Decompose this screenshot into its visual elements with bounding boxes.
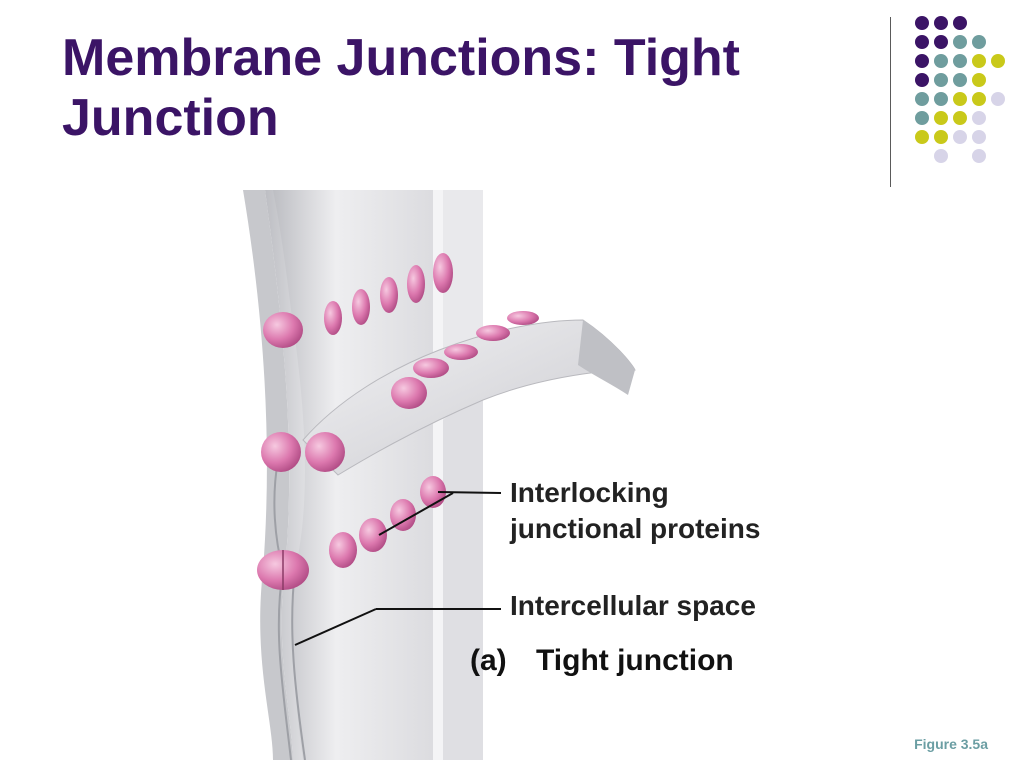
- decor-dot: [934, 73, 948, 87]
- decor-dot: [915, 35, 929, 49]
- decor-dot: [934, 54, 948, 68]
- decor-dot: [915, 54, 929, 68]
- figure-caption-letter: (a): [470, 644, 507, 677]
- decor-dot: [953, 130, 967, 144]
- decor-dot: [953, 92, 967, 106]
- decor-dot: [991, 54, 1005, 68]
- figure-reference: Figure 3.5a: [914, 736, 988, 752]
- decor-dot: [934, 16, 948, 30]
- decor-dot: [934, 111, 948, 125]
- decor-dot: [953, 16, 967, 30]
- slide-title: Membrane Junctions: Tight Junction: [62, 29, 740, 147]
- decor-dot: [953, 35, 967, 49]
- decor-dot: [972, 35, 986, 49]
- decor-dot: [915, 92, 929, 106]
- decor-dot: [915, 73, 929, 87]
- decor-dot: [934, 149, 948, 163]
- decor-dot: [991, 92, 1005, 106]
- decor-dot: [972, 111, 986, 125]
- decor-dot: [972, 92, 986, 106]
- decor-dot: [915, 111, 929, 125]
- decor-dot: [972, 149, 986, 163]
- decor-dot: [915, 130, 929, 144]
- decorative-dot-grid: [905, 12, 1015, 172]
- decor-dot: [953, 111, 967, 125]
- decor-dot: [934, 92, 948, 106]
- decor-dot: [953, 73, 967, 87]
- tight-junction-illustration: [243, 190, 636, 761]
- header-divider: [890, 17, 891, 187]
- decor-dot: [972, 130, 986, 144]
- decor-dot: [972, 54, 986, 68]
- decor-dot: [972, 73, 986, 87]
- tight-junction-figure: Interlocking junctional proteins Interce…: [233, 190, 833, 761]
- decor-dot: [934, 35, 948, 49]
- label-interlocking-proteins-line2: junctional proteins: [510, 513, 761, 544]
- label-intercellular-space: Intercellular space: [510, 590, 756, 621]
- label-interlocking-proteins-line1: Interlocking: [510, 477, 669, 508]
- decor-dot: [953, 54, 967, 68]
- decor-dot: [934, 130, 948, 144]
- figure-caption-text: Tight junction: [536, 644, 734, 677]
- decor-dot: [915, 16, 929, 30]
